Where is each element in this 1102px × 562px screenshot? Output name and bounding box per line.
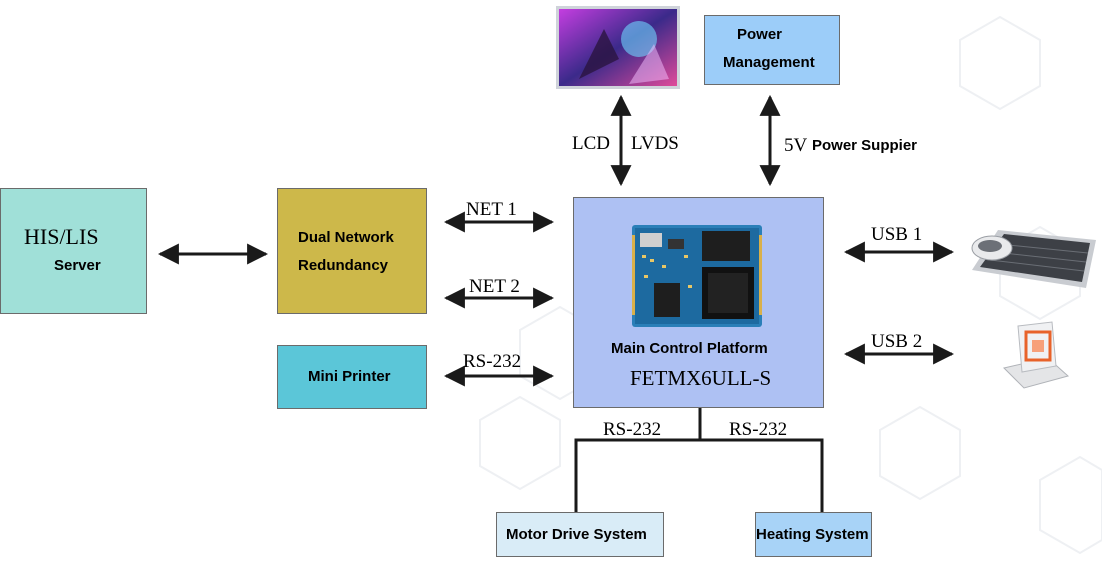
main-control-title: Main Control Platform	[611, 340, 768, 357]
his-lis-subtitle: Server	[54, 257, 101, 274]
lvds-label: LVDS	[631, 133, 679, 154]
main-control-model: FETMX6ULL-S	[630, 366, 772, 390]
mini-printer-label: Mini Printer	[308, 368, 391, 385]
mini-printer-box: Mini Printer	[277, 345, 427, 409]
motor-drive-system-box: Motor Drive System	[496, 512, 664, 557]
power-supplier-label: Power Suppier	[812, 137, 918, 154]
his-lis-server-box: HIS/LIS Server	[0, 188, 147, 314]
rs232-right-label: RS-232	[729, 419, 788, 440]
power-management-line2: Management	[723, 54, 815, 71]
heating-system-box: Heating System	[755, 512, 872, 557]
power-management-box: Power Management	[704, 15, 840, 85]
lcd-display-image	[556, 6, 680, 89]
usb2-label: USB 2	[871, 331, 923, 352]
motor-drive-label: Motor Drive System	[506, 526, 647, 543]
barcode-scanner-image	[1003, 321, 1070, 389]
dual-network-line2: Redundancy	[298, 257, 389, 274]
dual-network-line1: Dual Network	[298, 229, 394, 246]
lcd-screen-art	[559, 9, 677, 86]
heating-system-label: Heating System	[756, 526, 869, 543]
dual-network-box: Dual Network Redundancy	[277, 188, 427, 314]
keyboard-mouse-image	[971, 230, 1096, 288]
rs232-bus	[574, 438, 824, 512]
lcd-label: LCD	[572, 133, 610, 154]
net1-label: NET 1	[466, 199, 517, 220]
his-lis-title: HIS/LIS	[24, 224, 99, 249]
power-management-line1: Power	[737, 26, 783, 43]
power-5v-label: 5V	[784, 135, 808, 156]
rs232-left-label: RS-232	[603, 419, 662, 440]
net2-label: NET 2	[469, 276, 520, 297]
som-board-image	[632, 225, 762, 327]
usb1-label: USB 1	[871, 224, 923, 245]
main-control-platform-box: Main Control Platform FETMX6ULL-S	[573, 197, 824, 408]
rs232-printer-label: RS-232	[463, 351, 522, 372]
